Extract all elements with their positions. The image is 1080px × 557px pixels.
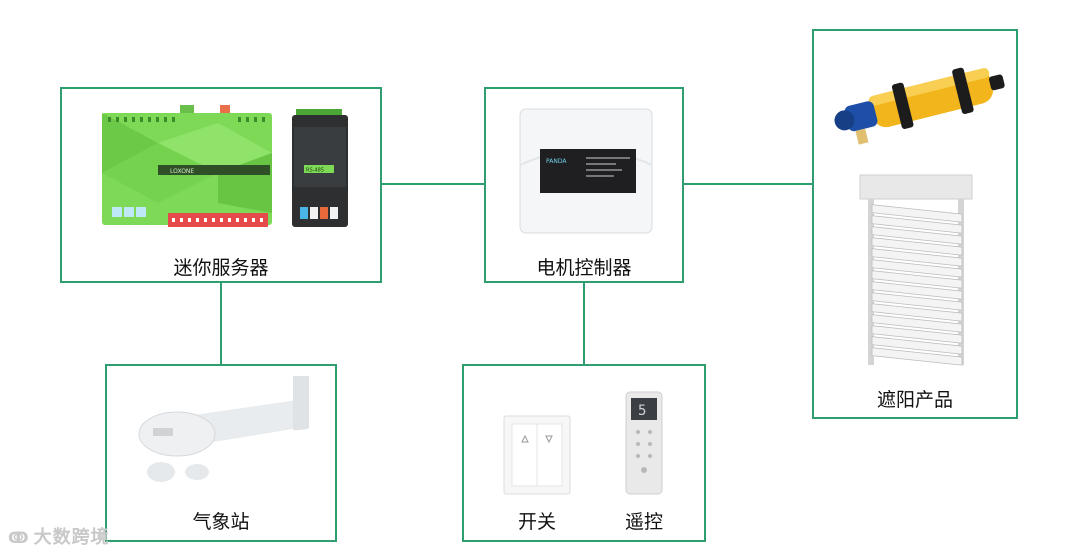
weather-station-image [138,376,309,482]
connector-server-controller [381,183,485,185]
weather-station-node: 气象站 [105,364,337,542]
connector-server-weather [220,282,222,365]
mini-server-node: LOXONE RS-485 迷你服务器 [60,87,382,283]
connector-controller-switch [583,282,585,365]
loxone-brand-text: LOXONE [170,168,194,175]
switch-image [503,415,571,495]
watermark-text: 大数跨境 [33,527,110,548]
panda-brand-text: PANDA [546,158,567,165]
mini-server-label: 迷你服务器 [173,257,269,279]
shading-products-label: 遮阳产品 [876,389,953,411]
motor-controller-node: PANDA 电机控制器 [484,87,684,283]
motor-controller-label: 电机控制器 [536,257,632,279]
motor-controller-image: PANDA [519,108,653,234]
blind-image [859,174,973,366]
switch-remote-node: 5 开关 遥控 [462,364,706,542]
weather-station-label: 气象站 [192,511,250,533]
connector-controller-shading [683,183,813,185]
switch-label: 开关 [517,511,556,533]
mini-server-image: LOXONE RS-485 [102,105,348,227]
watermark-logo-icon: ↂ [8,528,30,547]
shading-products-node: 遮阳产品 [812,29,1018,419]
remote-label: 遥控 [624,511,663,533]
rs485-module-text: RS-485 [306,168,324,174]
remote-display-digit: 5 [638,403,646,419]
tubular-motor-image [834,67,1005,145]
remote-image: 5 [625,391,663,495]
